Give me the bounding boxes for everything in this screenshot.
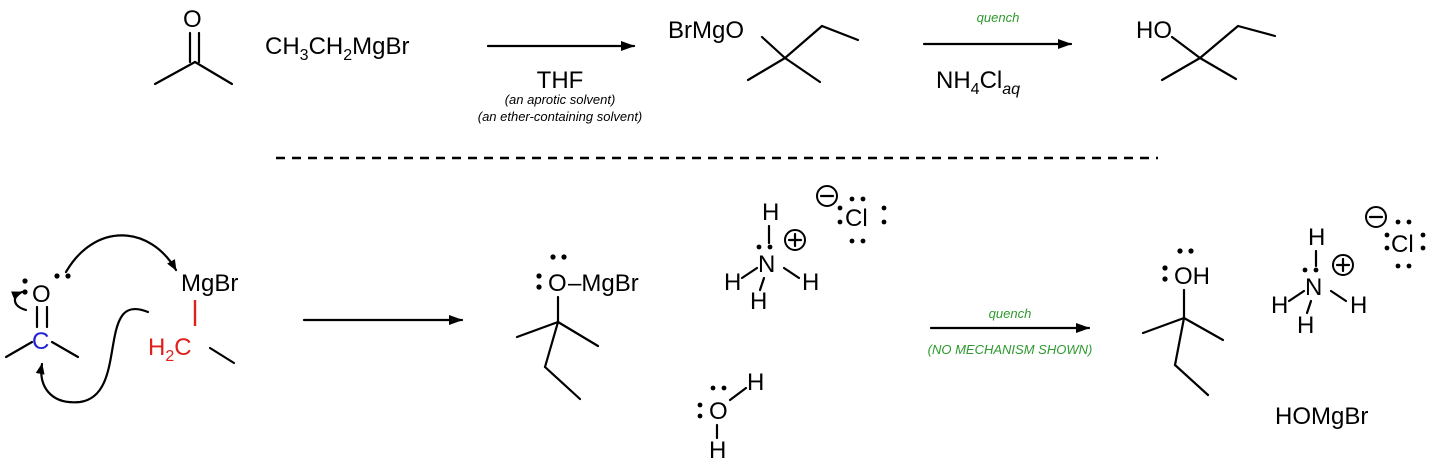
quench-annotation-top: quench <box>977 10 1020 25</box>
curved-arrow-pi-bond <box>11 290 28 312</box>
ammonium2-h-left: H <box>1271 292 1288 319</box>
ammonium-h-left: H <box>724 269 741 296</box>
byproduct-label: HOMgBr <box>1275 403 1368 430</box>
mechanism-reactants: O C MgBr H2C <box>4 234 238 404</box>
solvent-note-aprotic: (an aprotic solvent) <box>505 92 616 107</box>
ammonium-chloride-2: H N H H H Cl <box>1271 206 1426 339</box>
water-oxygen-label: O <box>709 398 728 425</box>
water-h-bottom: H <box>709 437 726 462</box>
solvent-note-ether: (an ether-containing solvent) <box>478 109 643 124</box>
ketone-oxygen-label: O <box>183 6 202 33</box>
quench-annotation-bottom: quench <box>989 306 1032 321</box>
alkoxide-oxygen-label: O <box>548 270 567 297</box>
ammonium-chloride-1: H N H H H Cl <box>724 185 887 315</box>
curved-arrow-carbon-attack <box>35 308 150 404</box>
chloride-label-1: Cl <box>845 205 868 232</box>
carbonyl-oxygen-label: O <box>32 281 51 308</box>
curved-arrow-oxygen-to-mg <box>64 234 178 274</box>
ethyl-carbon-label: H2C <box>148 334 192 365</box>
water-molecule: O H H <box>697 369 764 462</box>
alkoxide-intermediate: O –MgBr <box>515 254 639 401</box>
tertiary-alcohol-structure-bottom: OH <box>1141 248 1225 397</box>
magnesium-alkoxide-structure: BrMgO <box>668 17 860 84</box>
quench-reagent-label: NH4Claq <box>936 67 1020 98</box>
chloride-label-2: Cl <box>1391 231 1414 258</box>
ammonium2-h-bottom: H <box>1297 312 1314 339</box>
product-oh-label: OH <box>1174 263 1210 290</box>
carbonyl-carbon-label: C <box>32 328 49 355</box>
mgbr-label: MgBr <box>181 270 238 297</box>
alkoxide-mgbr-label: –MgBr <box>568 270 639 297</box>
water-h-right: H <box>747 369 764 396</box>
ammonium2-h-top: H <box>1308 224 1325 251</box>
ammonium-h-bottom: H <box>750 288 767 315</box>
tertiary-alcohol-structure-top: HO <box>1136 17 1277 82</box>
alcohol-label: HO <box>1136 17 1172 44</box>
grignard-reagent-label: CH3CH2MgBr <box>265 33 410 64</box>
solvent-label: THF <box>537 67 584 94</box>
ammonium-h-right: H <box>802 269 819 296</box>
ammonium-n-label: N <box>758 251 775 278</box>
alkoxide-label: BrMgO <box>668 17 744 44</box>
ammonium2-h-right: H <box>1350 292 1367 319</box>
no-mechanism-note: (NO MECHANISM SHOWN) <box>928 342 1093 357</box>
acetone-structure: O <box>153 6 234 86</box>
ammonium-h-top: H <box>762 199 779 226</box>
ammonium2-n-label: N <box>1305 274 1322 301</box>
